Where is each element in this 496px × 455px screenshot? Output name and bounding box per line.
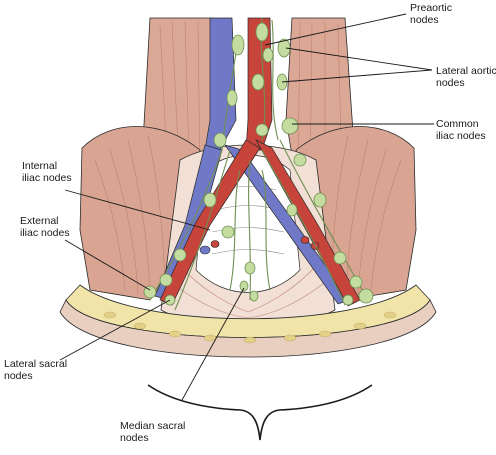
external-iliac-node: [173, 248, 187, 262]
leader-lateral-aortic-a: [285, 47, 433, 71]
leader-lateral-sacral: [59, 299, 171, 361]
leader-lines: [59, 13, 434, 401]
internal-iliac-node: [203, 192, 217, 208]
preaortic-node: [255, 22, 269, 42]
buttock-contour: [147, 384, 373, 441]
leader-external-iliac: [64, 239, 151, 291]
leader-preaortic: [264, 13, 407, 46]
lateral-sacral-node: [143, 285, 157, 299]
common-iliac-node: [281, 117, 299, 135]
leader-internal-iliac: [64, 189, 211, 231]
leader-median-sacral: [181, 287, 245, 401]
lymph-nodes: [143, 22, 374, 306]
lateral-aortic-node: [231, 34, 245, 56]
median-sacral-node: [244, 261, 256, 275]
leader-lateral-aortic-b: [281, 69, 433, 83]
right-internal-iliac-stub: [300, 236, 310, 244]
left-internal-iliac-stub: [199, 245, 211, 255]
